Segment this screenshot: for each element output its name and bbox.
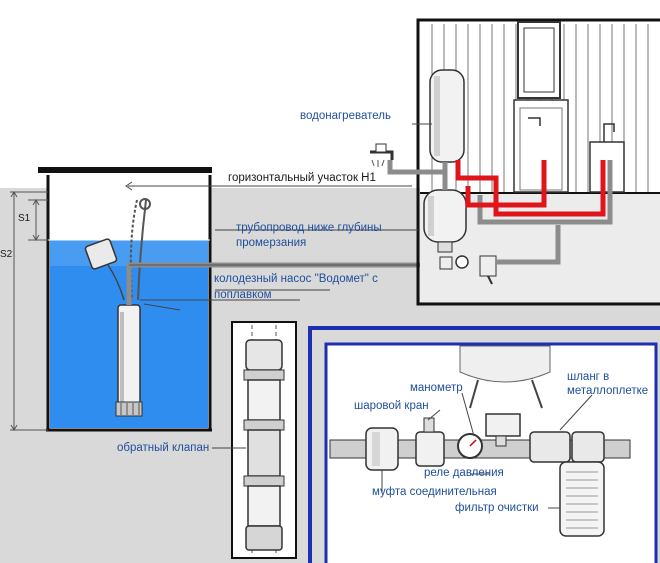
check-valve-body [247, 429, 281, 477]
coupling [365, 427, 399, 471]
label-hose-line1: шланг в [567, 371, 610, 383]
label-hose-line2: металлоплетке [567, 385, 649, 397]
depth-dimensions [10, 191, 48, 431]
cold-pipes [387, 160, 613, 265]
label-horizontal-section: горизонтальный участок Н1 [228, 172, 376, 184]
leader-lines [125, 123, 432, 311]
label-manometer: манометр [410, 382, 463, 394]
label-filter: фильтр очистки [455, 502, 539, 514]
pressure-relay [485, 413, 521, 437]
label-pressure-relay: реле давления [424, 467, 504, 479]
station-fittings [439, 255, 497, 285]
ball-valve [415, 431, 445, 467]
submersible-pump [115, 304, 143, 417]
shower-door [513, 99, 569, 193]
label-coupling: муфта соединительная [372, 486, 497, 498]
label-pump-line1: колодезный насос "Водомет" с [214, 273, 378, 285]
detail-pump-assembly [329, 345, 631, 537]
hot-pipes [455, 160, 606, 217]
label-water-heater: водонагреватель [300, 110, 391, 122]
water-heater-tank [429, 69, 465, 163]
pressure-tank [423, 189, 467, 253]
outdoor-tap [370, 143, 394, 167]
label-check-valve: обратный клапан [117, 442, 210, 454]
house-window [517, 21, 561, 99]
check-valve-inset [212, 321, 297, 559]
label-s1: S1 [18, 213, 31, 224]
hose-fitting [529, 431, 571, 463]
sink [589, 141, 625, 193]
well-cover [38, 167, 212, 173]
label-pipeline-line2: промерзания [236, 237, 307, 249]
label-s2: S2 [0, 249, 13, 260]
label-pump-line2: поплавком [214, 289, 272, 301]
label-pipeline-line1: трубопровод ниже глубины [236, 222, 382, 234]
pump-float [84, 198, 151, 301]
filter-housing [559, 461, 605, 537]
label-ball-valve: шаровой кран [354, 400, 429, 412]
